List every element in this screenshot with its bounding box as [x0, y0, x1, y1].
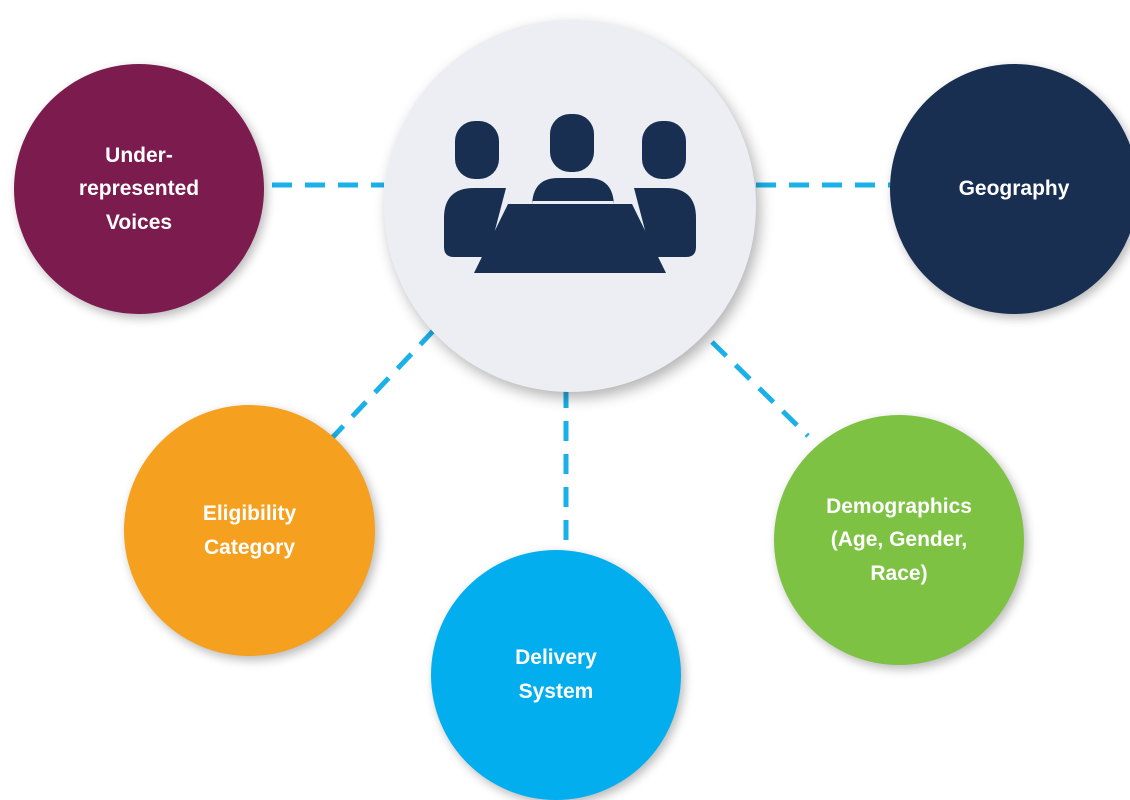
meeting-people-icon — [444, 114, 696, 273]
node-geography: Geography — [890, 64, 1130, 314]
node-label-delivery-system: Delivery System — [515, 646, 597, 703]
node-underrepresented-voices: Under- represented Voices — [14, 64, 264, 314]
hub-circle — [384, 20, 756, 392]
node-label-eligibility-category: Eligibility Category — [202, 501, 297, 559]
node-delivery-system: Delivery System — [431, 550, 681, 800]
node-label-underrepresented-voices: Under- represented Voices — [78, 143, 200, 234]
node-label-demographics: Demographics (Age, Gender, Race) — [826, 494, 972, 585]
node-label-geography: Geography — [958, 177, 1070, 201]
node-demographics: Demographics (Age, Gender, Race) — [774, 415, 1024, 665]
node-eligibility-category: Eligibility Category — [124, 405, 375, 656]
